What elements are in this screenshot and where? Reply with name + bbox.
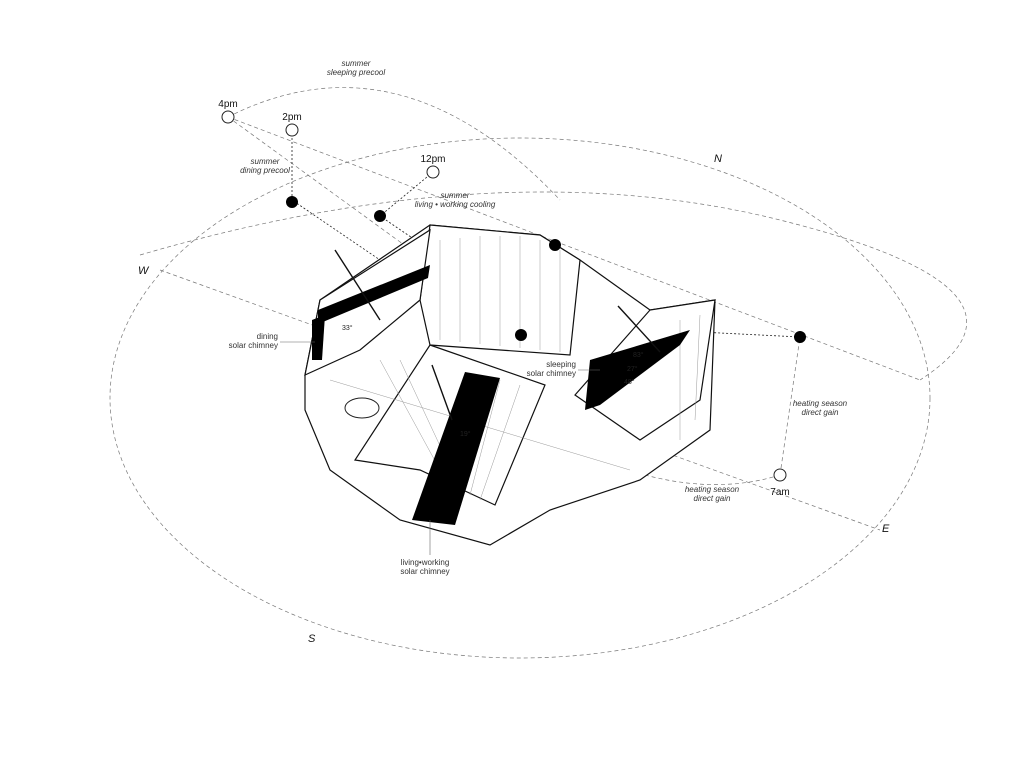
label-living-chimney-2: solar chimney <box>400 567 449 576</box>
label-dining-precool-2: dining precool <box>240 166 290 175</box>
east-west-axis <box>159 269 881 531</box>
time-12pm: 12pm <box>420 154 445 165</box>
target-dot-icon <box>286 196 298 208</box>
sun-12pm-icon <box>426 165 440 179</box>
time-7am: 7am <box>770 487 789 498</box>
label-heating-right-2: direct gain <box>802 408 839 417</box>
site-orbit-ellipse <box>109 137 931 659</box>
label-sleeping-precool-1: summer <box>342 59 371 68</box>
target-dot-icon <box>374 210 386 222</box>
ray-7am <box>699 331 801 338</box>
angle-living: 19° <box>460 430 471 438</box>
time-2pm: 2pm <box>282 112 301 123</box>
target-dot-icon <box>515 329 527 341</box>
compass-west: W <box>138 265 150 277</box>
label-living-cooling-1: summer <box>441 191 470 200</box>
sun-7am-icon <box>773 468 787 482</box>
angle-dining: 33° <box>342 324 353 332</box>
time-4pm: 4pm <box>218 99 237 110</box>
summer-sleeping-arc <box>227 87 561 201</box>
target-dot-icon <box>794 331 806 343</box>
label-living-chimney-1: living•working <box>401 558 450 567</box>
label-heating-low-2: direct gain <box>694 494 731 503</box>
label-dining-chimney-1: dining <box>257 332 278 341</box>
label-sleeping-chimney-1: sleeping <box>546 360 576 369</box>
angle-sleeping-48: 48° <box>624 378 635 386</box>
target-dot-icon <box>549 239 561 251</box>
skylight <box>344 397 380 419</box>
label-heating-right-1: heating season <box>793 399 848 408</box>
living-chimney-band <box>412 372 500 525</box>
heating-arc <box>599 459 781 485</box>
angle-sleeping-83: 83° <box>633 351 644 359</box>
label-sleeping-precool-2: sleeping precool <box>327 68 385 77</box>
compass-east: E <box>882 523 890 535</box>
label-heating-low-1: heating season <box>685 485 740 494</box>
compass-north: N <box>714 153 722 165</box>
compass-south: S <box>308 633 316 645</box>
label-sleeping-chimney-2: solar chimney <box>527 369 576 378</box>
dining-chimney-band <box>318 265 430 324</box>
label-dining-chimney-2: solar chimney <box>229 341 278 350</box>
heating-vertical <box>779 336 801 476</box>
building <box>304 224 716 546</box>
label-dining-precool-1: summer <box>251 157 280 166</box>
sleeping-chimney-band <box>585 330 690 410</box>
sun-path-arc <box>139 191 967 381</box>
angle-sleeping-27: 27° <box>627 365 638 373</box>
sun-4pm-icon <box>221 110 235 124</box>
sun-2pm-icon <box>285 123 299 137</box>
label-living-cooling-2: living • working cooling <box>415 200 496 209</box>
